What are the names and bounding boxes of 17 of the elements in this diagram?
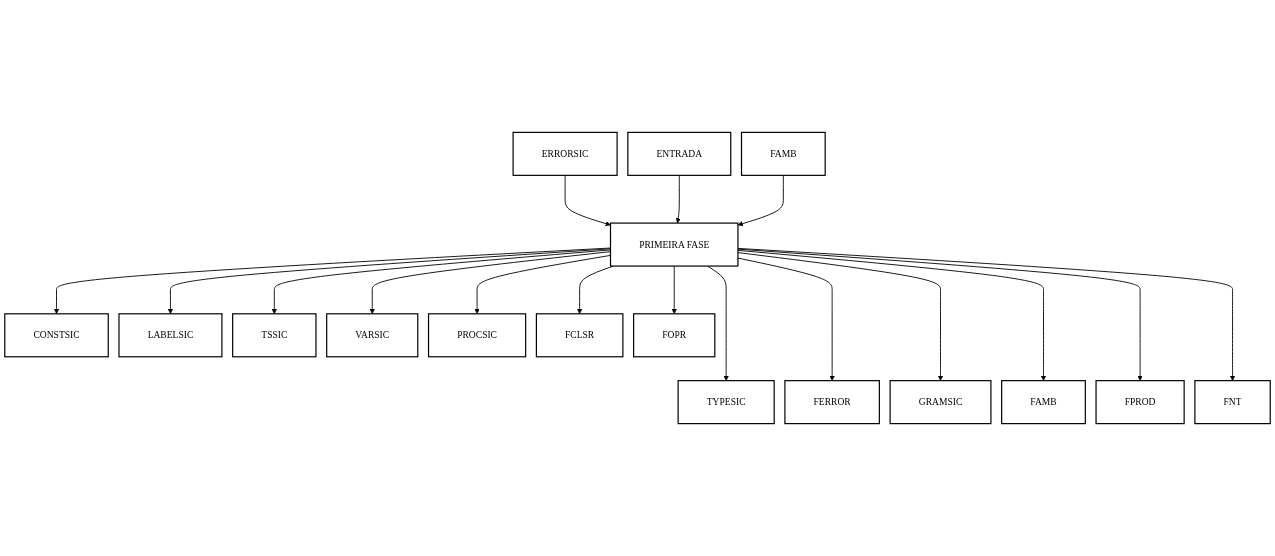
node-box: CONSTSIC — [4, 313, 109, 358]
node-box: PRIMEIRA FASE — [609, 222, 739, 267]
node-box: FOPR — [633, 313, 716, 358]
node-box: GRAMSIC — [889, 380, 992, 425]
node-box: LABELSIC — [118, 313, 223, 358]
node-box: ENTRADA — [627, 131, 732, 176]
node-box: FNT — [1194, 380, 1271, 425]
node-box: FERROR — [784, 380, 880, 425]
node-box: TYPESIC — [677, 380, 775, 425]
node-box: TSSIC — [232, 313, 317, 358]
node-box: ERRORSIC — [512, 131, 618, 176]
node-box: FPROD — [1095, 380, 1185, 425]
node-box: FAMB — [1001, 380, 1086, 425]
node-box: FAMB — [740, 131, 826, 176]
node-box: FCLSR — [535, 313, 624, 358]
node-box: VARSIC — [326, 313, 419, 358]
node-box: PROCSIC — [427, 313, 527, 358]
